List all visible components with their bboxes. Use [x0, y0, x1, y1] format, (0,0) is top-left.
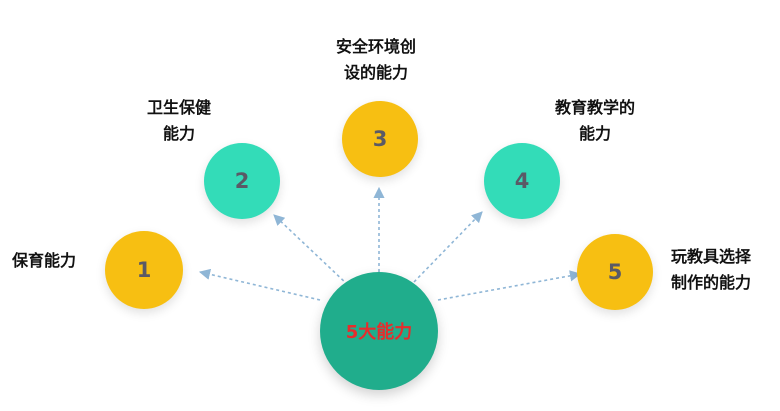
node-5-label-line: 制作的能力 — [671, 273, 752, 292]
arrow-to-node-5 — [437, 270, 582, 301]
center-circle: 5大能力 — [320, 272, 438, 390]
arrow-to-node-2 — [273, 214, 349, 286]
node-5-number: 5 — [607, 260, 623, 284]
node-3-label-line: 安全环境创 — [336, 37, 417, 56]
node-1-circle: 1 — [105, 231, 183, 309]
node-3-label-line: 设的能力 — [344, 63, 409, 82]
node-4-label-line: 教育教学的 — [555, 98, 636, 117]
node-1-label-line: 保育能力 — [12, 251, 77, 270]
node-4-circle: 4 — [484, 143, 560, 219]
node-4-label: 教育教学的 能力 — [555, 95, 635, 147]
node-4-label-line: 能力 — [579, 124, 612, 143]
node-3-label: 安全环境创 设的能力 — [336, 34, 416, 86]
node-2-label-line: 卫生保健 — [147, 98, 212, 117]
node-4-number: 4 — [514, 169, 530, 193]
node-2-number: 2 — [234, 169, 250, 193]
node-5-label: 玩教具选择 制作的能力 — [671, 244, 751, 296]
node-5-label-line: 玩教具选择 — [671, 247, 752, 266]
node-1-number: 1 — [136, 258, 152, 282]
node-2-label: 卫生保健 能力 — [147, 95, 211, 147]
center-label: 5大能力 — [345, 322, 413, 343]
node-2-label-line: 能力 — [163, 124, 196, 143]
arrow-to-node-1 — [198, 268, 321, 301]
node-3-circle: 3 — [342, 101, 418, 177]
node-5-circle: 5 — [577, 234, 653, 310]
node-2-circle: 2 — [204, 143, 280, 219]
node-3-number: 3 — [372, 127, 388, 151]
arrow-to-node-4 — [413, 211, 483, 283]
node-1-label: 保育能力 — [12, 248, 76, 274]
